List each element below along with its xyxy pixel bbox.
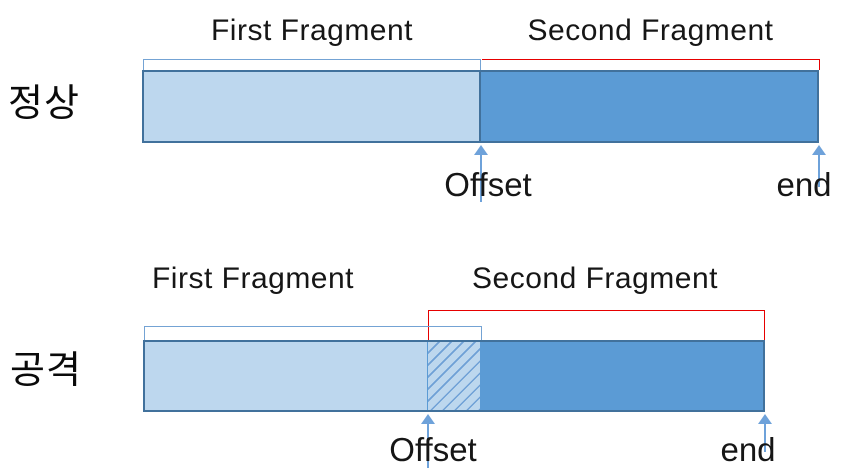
second-fragment-segment-attack bbox=[482, 342, 763, 410]
first-fragment-segment-normal bbox=[144, 72, 481, 141]
first-fragment-segment-attack bbox=[145, 342, 427, 410]
second-fragment-title-normal: Second Fragment bbox=[527, 14, 774, 47]
end-label-normal: end bbox=[776, 166, 832, 203]
second-fragment-segment-normal bbox=[481, 72, 817, 141]
end-label-attack: end bbox=[720, 431, 776, 468]
second-fragment-bracket-attack bbox=[428, 310, 765, 340]
first-fragment-title-attack: First Fragment bbox=[151, 262, 355, 295]
offset-arrow-icon-normal bbox=[473, 145, 489, 202]
offset-label-normal: Offset bbox=[444, 166, 532, 203]
arrow-line bbox=[426, 424, 430, 468]
first-fragment-title-normal: First Fragment bbox=[210, 14, 414, 47]
row-label-attack: 공격 bbox=[10, 350, 82, 392]
first-fragment-bracket-normal bbox=[143, 59, 481, 70]
end-arrow-icon-normal bbox=[811, 145, 827, 187]
row-label-normal: 정상 bbox=[8, 83, 80, 125]
fragment-bar-normal bbox=[142, 70, 819, 143]
arrowhead-icon bbox=[474, 145, 488, 155]
fragment-bar-attack bbox=[143, 340, 765, 412]
second-fragment-bracket-normal bbox=[482, 59, 820, 70]
overlap-hatched-segment bbox=[427, 342, 482, 410]
arrow-line bbox=[479, 155, 483, 202]
end-arrow-icon-attack bbox=[757, 414, 773, 452]
offset-arrow-icon-attack bbox=[420, 414, 436, 468]
arrow-line bbox=[763, 424, 767, 452]
arrowhead-icon bbox=[758, 414, 772, 424]
offset-label-attack: Offset bbox=[389, 431, 477, 468]
arrowhead-icon bbox=[421, 414, 435, 424]
arrow-line bbox=[817, 155, 821, 187]
first-fragment-bracket-attack bbox=[144, 326, 482, 340]
second-fragment-title-attack: Second Fragment bbox=[472, 262, 718, 295]
arrowhead-icon bbox=[812, 145, 826, 155]
